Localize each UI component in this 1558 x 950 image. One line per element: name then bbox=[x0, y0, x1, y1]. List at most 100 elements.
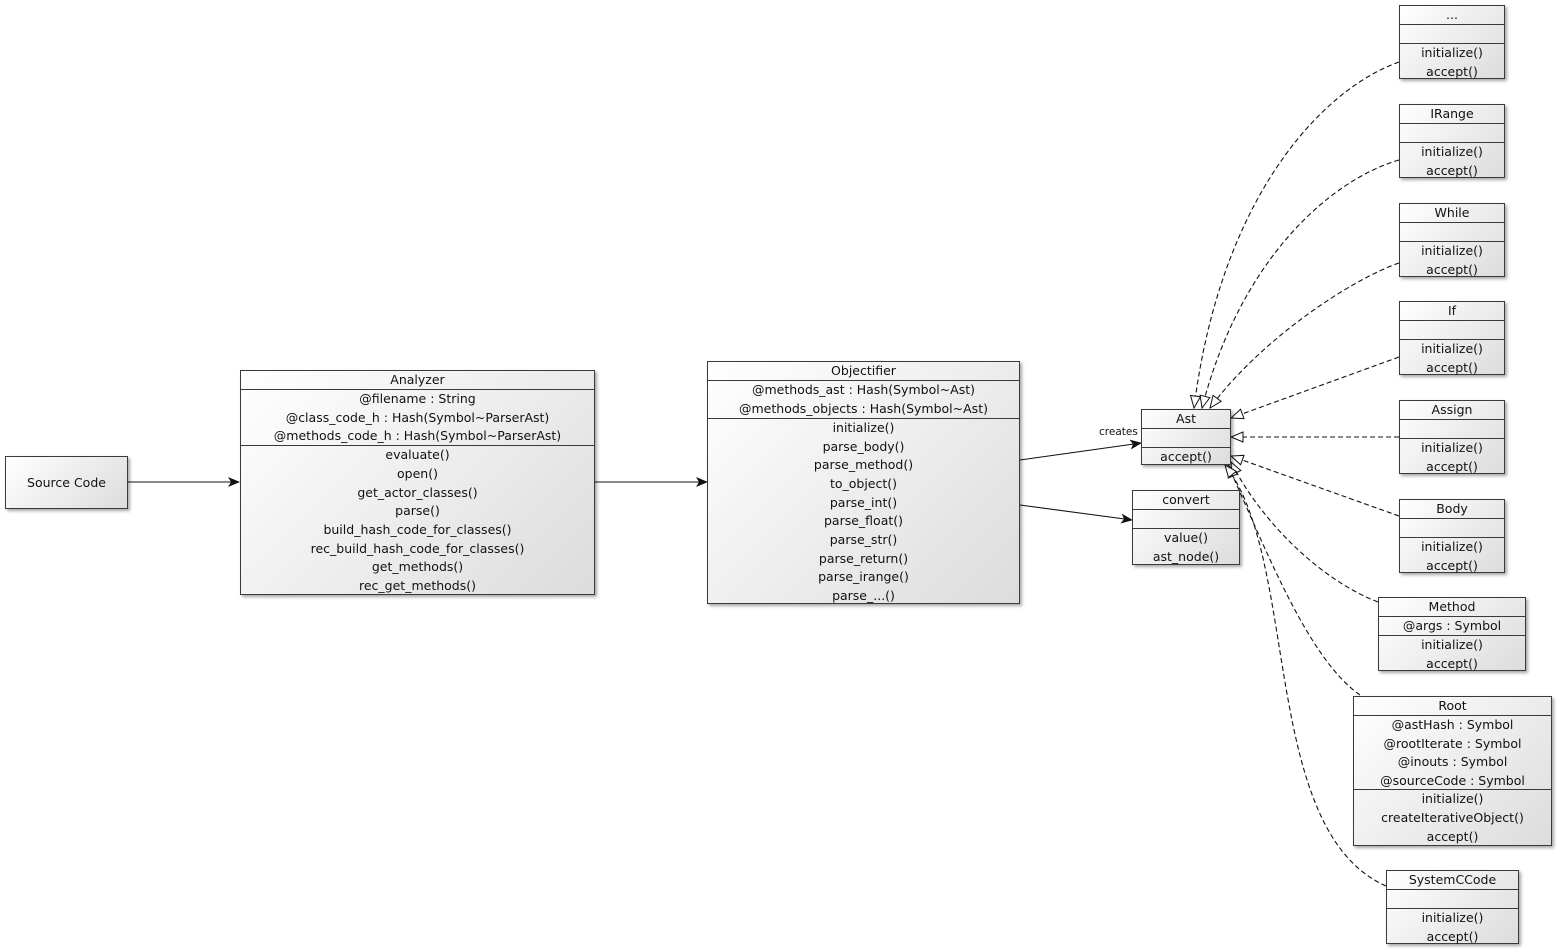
method-row: initialize() bbox=[1421, 637, 1483, 652]
method-row: accept() bbox=[1426, 928, 1479, 944]
method-row: initialize() bbox=[1421, 243, 1483, 258]
method-row: parse_...() bbox=[832, 588, 895, 604]
attribute-row: @methods_objects : Hash(Symbol~Ast) bbox=[739, 400, 988, 416]
method-row: parse_float() bbox=[823, 513, 904, 529]
method-row: parse_body() bbox=[822, 438, 905, 454]
class-name: SystemCCode bbox=[1387, 871, 1518, 890]
method-row: initialize() bbox=[1421, 144, 1483, 159]
method-row: evaluate() bbox=[385, 447, 450, 463]
inherit-ellipsis bbox=[1194, 61, 1400, 408]
attribute-row: @class_code_h : Hash(Symbol~ParserAst) bbox=[285, 409, 550, 425]
inherit-while bbox=[1210, 262, 1400, 408]
attributes-section bbox=[1133, 510, 1239, 528]
inherit-if bbox=[1231, 356, 1400, 418]
attributes-section: @args : Symbol bbox=[1379, 617, 1525, 635]
attribute-row: @astHash : Symbol bbox=[1391, 717, 1514, 732]
methods-section: initialize()accept() bbox=[1387, 908, 1518, 944]
attributes-section bbox=[1400, 321, 1504, 339]
source-code-label: Source Code bbox=[27, 475, 106, 490]
method-row: parse_return() bbox=[818, 550, 909, 566]
method-row: ast_node() bbox=[1152, 548, 1220, 564]
method-row: accept() bbox=[1426, 828, 1479, 844]
attributes-section: @astHash : Symbol@rootIterate : Symbol@i… bbox=[1354, 716, 1551, 789]
methods-section: initialize() accept() bbox=[1400, 142, 1504, 178]
class-analyzer[interactable]: Analyzer@filename : String @class_code_h … bbox=[240, 370, 595, 595]
method-row: initialize() bbox=[1421, 791, 1484, 807]
method-row: createIterativeObject() bbox=[1381, 809, 1524, 825]
attribute-row: @methods_code_h : Hash(Symbol~ParserAst) bbox=[273, 428, 562, 444]
source-code-node[interactable]: Source Code bbox=[5, 456, 128, 509]
class-root[interactable]: Root@astHash : Symbol @rootIterate : Symb… bbox=[1353, 696, 1552, 846]
methods-section: initialize() accept() bbox=[1400, 537, 1504, 573]
class-body[interactable]: Body initialize() accept() bbox=[1399, 499, 1505, 573]
class-name: Analyzer bbox=[241, 371, 594, 390]
class-if[interactable]: If initialize() accept() bbox=[1399, 301, 1505, 375]
method-row: parse_method() bbox=[813, 457, 914, 473]
methods-section: initialize() parse_body() parse_method()to… bbox=[708, 417, 1019, 604]
method-row: parse_str() bbox=[829, 531, 898, 547]
class-name: IRange bbox=[1400, 105, 1504, 124]
method-row: initialize() bbox=[1421, 440, 1483, 455]
class-name: Body bbox=[1400, 500, 1504, 519]
class-name: convert bbox=[1133, 491, 1239, 510]
method-row: open() bbox=[397, 466, 438, 482]
class-ellipsis[interactable]: ...initialize()accept() bbox=[1399, 5, 1505, 79]
method-row: initialize() bbox=[1421, 539, 1483, 554]
method-row: rec_get_methods() bbox=[359, 578, 476, 594]
attributes-section bbox=[1387, 890, 1518, 908]
class-name: If bbox=[1400, 302, 1504, 321]
method-row: accept() bbox=[1426, 458, 1478, 474]
method-row: parse_irange() bbox=[818, 569, 909, 585]
attributes-section bbox=[1400, 420, 1504, 438]
class-name: Method bbox=[1379, 598, 1525, 617]
class-ast[interactable]: Ast accept() bbox=[1141, 409, 1231, 465]
method-row: initialize() bbox=[1421, 45, 1483, 60]
attributes-section bbox=[1400, 223, 1504, 241]
method-row: accept() bbox=[1426, 359, 1478, 375]
methods-section: initialize() accept() bbox=[1379, 635, 1525, 671]
attribute-row: @args : Symbol bbox=[1402, 618, 1502, 633]
method-row: parse_int() bbox=[829, 494, 898, 510]
class-name: Root bbox=[1354, 697, 1551, 716]
edge-objectifier-creates-ast bbox=[1019, 439, 1142, 461]
attribute-row: @methods_ast : Hash(Symbol~Ast) bbox=[751, 382, 976, 397]
attributes-section bbox=[1400, 25, 1504, 43]
class-name: Ast bbox=[1142, 410, 1230, 429]
methods-section: initialize() createIterativeObject() accep… bbox=[1354, 789, 1551, 845]
attributes-section: @methods_ast : Hash(Symbol~Ast) @methods_… bbox=[708, 381, 1019, 418]
method-row: build_hash_code_for_classes() bbox=[323, 522, 512, 538]
method-row: accept() bbox=[1426, 63, 1478, 79]
inherit-method bbox=[1231, 462, 1379, 603]
attribute-row: @rootIterate : Symbol bbox=[1383, 735, 1522, 751]
method-row: accept() bbox=[1426, 655, 1478, 671]
method-row: initialize() bbox=[1421, 341, 1483, 356]
inherit-root bbox=[1228, 465, 1361, 696]
method-row: initialize() bbox=[832, 419, 895, 435]
class-method[interactable]: Method@args : Symbol initialize() accept() bbox=[1378, 597, 1526, 671]
attribute-row: @sourceCode : Symbol bbox=[1380, 773, 1525, 789]
creates-label: creates bbox=[1099, 426, 1138, 438]
method-row: get_actor_classes() bbox=[357, 484, 478, 500]
inherit-irange bbox=[1202, 159, 1400, 408]
class-systemccode[interactable]: SystemCCode initialize()accept() bbox=[1386, 870, 1519, 944]
attributes-section bbox=[1400, 124, 1504, 142]
class-objectifier[interactable]: Objectifier@methods_ast : Hash(Symbol~As… bbox=[707, 361, 1020, 604]
method-row: accept() bbox=[1426, 261, 1478, 277]
method-row: accept() bbox=[1426, 557, 1478, 573]
methods-section: initialize() accept() bbox=[1400, 43, 1504, 79]
method-row: accept() bbox=[1160, 449, 1212, 464]
methods-section: initialize() accept() bbox=[1400, 438, 1504, 474]
edge-objectifier-to-convert bbox=[1019, 504, 1133, 524]
class-name: Objectifier bbox=[708, 362, 1019, 381]
class-irange[interactable]: IRange initialize() accept() bbox=[1399, 104, 1505, 178]
method-row: to_object() bbox=[829, 475, 898, 491]
methods-section: initialize() accept() bbox=[1400, 241, 1504, 277]
inherit-body bbox=[1231, 456, 1400, 517]
method-row: rec_build_hash_code_for_classes() bbox=[310, 540, 525, 556]
attribute-row: @filename : String bbox=[359, 391, 476, 406]
method-row: accept() bbox=[1426, 162, 1478, 178]
